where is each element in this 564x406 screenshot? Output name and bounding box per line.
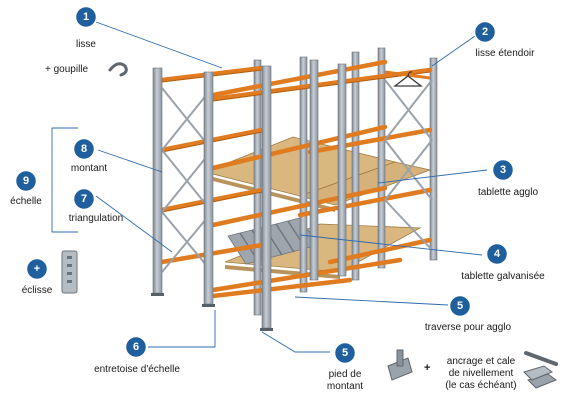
rear-uprights — [253, 47, 438, 316]
badge-5b — [333, 341, 357, 365]
badge-3 — [491, 158, 515, 182]
badge-6 — [124, 335, 148, 359]
badge-3-number: 3 — [499, 164, 507, 176]
leader-lines — [51, 21, 488, 353]
badge-plus — [25, 257, 49, 281]
badge-8-number: 8 — [80, 143, 88, 155]
label-montant: montant — [70, 163, 108, 174]
label-goupille: + goupille — [45, 64, 89, 75]
leveling-shim-icon — [523, 365, 558, 389]
drying-rail — [384, 70, 431, 87]
badge-1 — [74, 5, 98, 29]
badge-2 — [473, 20, 497, 44]
badge-8 — [72, 137, 96, 161]
label-cas-echeant: (le cas échéant) — [445, 380, 517, 391]
label-nivellement: de nivellement — [448, 368, 514, 379]
label-tablette-agglo: tablette agglo — [477, 187, 539, 198]
badge-9-number: 9 — [22, 175, 30, 187]
label-tablette-galvanisee: tablette galvanisée — [461, 271, 545, 282]
label-ancrage: ancrage et cale — [446, 356, 516, 367]
badge-9 — [14, 169, 38, 193]
callout-badges — [14, 5, 515, 365]
badge-6-number: 6 — [132, 341, 140, 353]
badge-7 — [72, 187, 96, 211]
badge-plus-number: + — [33, 263, 41, 275]
label-traverse-pour-agglo: traverse pour agglo — [424, 322, 512, 333]
label-triangulation: triangulation — [68, 213, 124, 224]
anchor-plate-icon — [387, 349, 413, 381]
label-entretoise-echelle: entretoise d'échelle — [94, 364, 180, 375]
badge-4-number: 4 — [493, 248, 501, 260]
beams — [159, 59, 433, 299]
badge-5a-number: 5 — [456, 300, 464, 312]
badge-5a — [448, 294, 472, 318]
badge-5b-number: 5 — [341, 347, 349, 359]
splice-plate-icon — [61, 250, 78, 294]
badge-2-number: 2 — [481, 26, 489, 38]
ladder-bracing — [161, 79, 433, 273]
badge-1-number: 1 — [82, 11, 90, 23]
label-eclisse: éclisse — [21, 285, 53, 296]
label-pied-de: pied de — [328, 369, 362, 380]
pin-icon — [108, 62, 128, 77]
label-lisse: lisse — [75, 39, 96, 50]
label-lisse-etendoir: lisse étendoir — [475, 48, 535, 59]
badge-4 — [485, 242, 509, 266]
anchor-bolt-icon — [524, 351, 558, 366]
label-echelle: échelle — [10, 196, 42, 207]
plus-sign: + — [424, 362, 431, 374]
badge-7-number: 7 — [80, 193, 88, 205]
label-montant-foot: montant — [326, 381, 364, 392]
